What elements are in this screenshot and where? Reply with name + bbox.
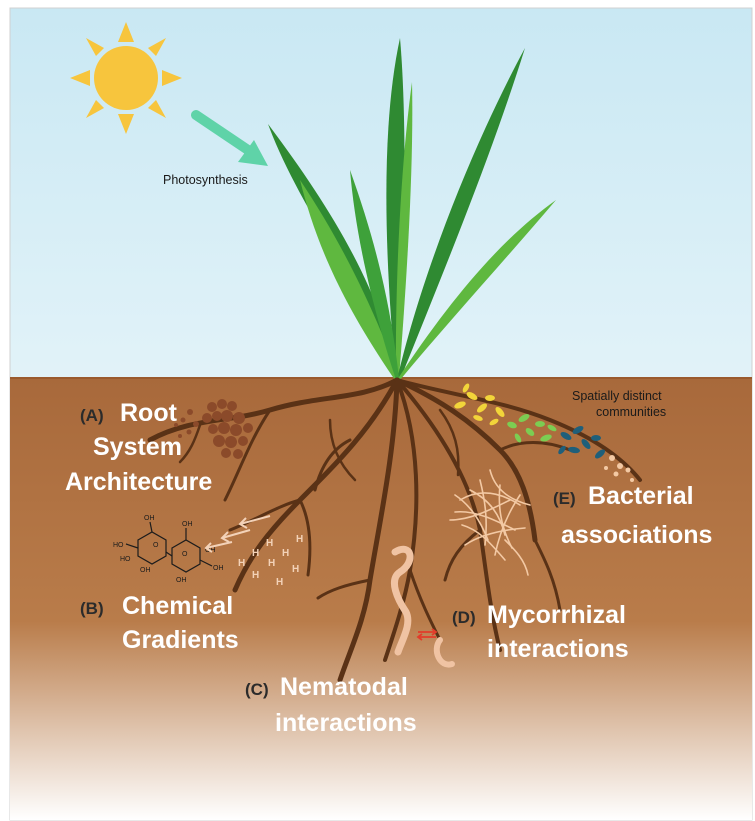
label-a-line3: Architecture	[65, 468, 212, 496]
svg-text:H: H	[266, 538, 273, 549]
spatial-label-line2: communities	[596, 405, 666, 419]
label-e-line1: Bacterial	[588, 482, 694, 510]
label-b-line2: Gradients	[122, 626, 239, 654]
svg-text:OH: OH	[182, 521, 193, 528]
label-c-tag: (C)	[245, 680, 269, 699]
label-a-line2: System	[93, 433, 182, 461]
svg-text:O: O	[182, 551, 188, 558]
label-a-line1: Root	[120, 399, 178, 427]
svg-text:H: H	[238, 558, 245, 569]
label-a-tag: (A)	[80, 406, 104, 425]
svg-text:H: H	[276, 577, 283, 588]
label-b-line1: Chemical	[122, 592, 233, 620]
svg-text:H: H	[252, 570, 259, 581]
svg-text:H: H	[252, 548, 259, 559]
label-c-line1: Nematodal	[280, 673, 408, 701]
svg-text:OH: OH	[213, 565, 224, 572]
label-d-line1: Mycorrhizal	[487, 601, 626, 629]
label-c-line2: interactions	[275, 709, 417, 737]
svg-text:O: O	[153, 542, 159, 549]
svg-text:H: H	[282, 548, 289, 559]
svg-text:OH: OH	[140, 567, 151, 574]
label-b-tag: (B)	[80, 599, 104, 618]
sun-icon	[70, 22, 182, 134]
svg-text:OH: OH	[144, 515, 155, 522]
svg-text:H: H	[292, 564, 299, 575]
svg-text:HO: HO	[113, 542, 124, 549]
label-d-tag: (D)	[452, 608, 476, 627]
svg-text:HO: HO	[120, 556, 131, 563]
photosynthesis-label: Photosynthesis	[163, 173, 248, 187]
spatial-label-line1: Spatially distinct	[572, 389, 662, 403]
svg-text:OH: OH	[176, 577, 187, 584]
label-d-line2: interactions	[487, 635, 629, 663]
label-e-tag: (E)	[553, 489, 576, 508]
label-e-line2: associations	[561, 521, 712, 549]
svg-text:H: H	[296, 534, 303, 545]
svg-text:H: H	[268, 558, 275, 569]
